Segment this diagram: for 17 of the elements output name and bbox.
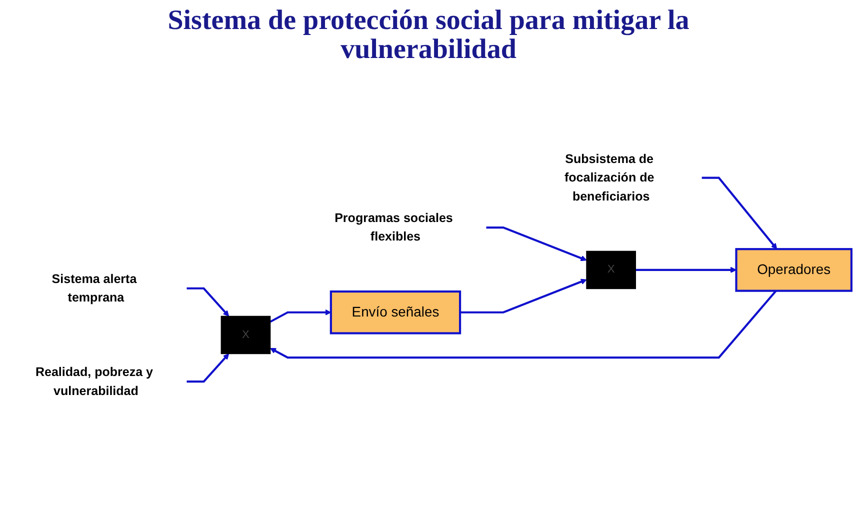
arrow: [460, 278, 587, 314]
arrow: [486, 226, 587, 261]
node-text: Realidad, pobreza y vulnerabilidad: [35, 364, 154, 398]
arrow: [270, 290, 777, 358]
arrow: [186, 353, 230, 382]
node-text: Programas sociales flexibles: [334, 210, 453, 244]
arrow: [636, 266, 737, 273]
node-box: X: [220, 316, 271, 354]
diagram-title: Sistema de protección social para mitigar la vulnerabilidad: [166, 6, 690, 65]
arrow: [270, 309, 332, 322]
node-text: Subsistema de focalización de beneficiarios: [564, 152, 654, 203]
node-box: Envío señales: [330, 290, 462, 334]
arrow: [701, 176, 778, 250]
node-text: Sistema alerta temprana: [52, 271, 137, 304]
node-box: Operadores: [735, 248, 852, 292]
node-box: X: [586, 250, 636, 289]
arrow: [186, 287, 230, 316]
